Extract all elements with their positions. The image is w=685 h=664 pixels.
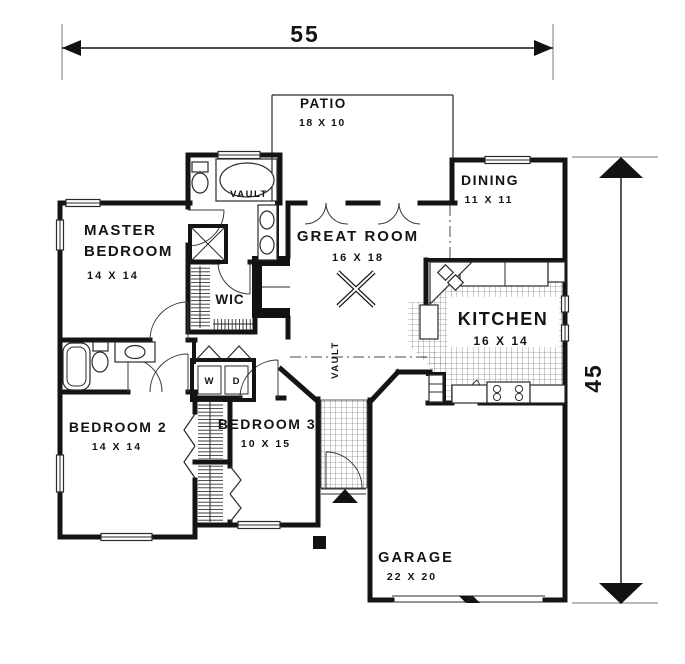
window-icon (484, 155, 531, 165)
kitchen-label: KITCHEN (458, 309, 549, 329)
patio-french-door-left (304, 202, 349, 225)
corner-sink-icon (429, 261, 474, 306)
toilet-icon (191, 161, 209, 194)
garage-label: GARAGE (378, 550, 454, 566)
bedroom3-door (239, 359, 279, 399)
counter (419, 261, 566, 340)
entry-marker-icon (332, 489, 358, 503)
room-labels: MASTER BEDROOM 14 X 14 BEDROOM 2 14 X 14… (69, 222, 454, 583)
great-room-label: GREAT ROOM (297, 228, 419, 245)
hall-closets (183, 401, 242, 523)
windows (55, 150, 570, 542)
tub-icon (62, 342, 91, 391)
bedroom3-label: BEDROOM 3 (218, 416, 316, 432)
porch-column (313, 536, 326, 549)
label-backplate (447, 297, 559, 347)
bedroom2-label: BEDROOM 2 (69, 419, 167, 435)
master-bath-door (187, 209, 225, 247)
bifold-doors (229, 465, 242, 523)
extension-lines (61, 24, 554, 80)
garden-tub-icon (215, 158, 278, 202)
arrow-up-icon (599, 157, 643, 178)
vault-bath-label: VAULT (230, 189, 268, 200)
window-icon (100, 532, 153, 542)
garage-size: 22 X 20 (387, 571, 437, 583)
dining-room: DINING 11 X 11 (449, 172, 519, 258)
foyer (313, 488, 366, 549)
patio-size: 18 X 10 (299, 117, 346, 129)
double-vanity-icon (257, 204, 278, 261)
bedroom2-size: 14 X 14 (92, 441, 142, 453)
master-bedroom-door (149, 301, 189, 341)
dryer-label: D (233, 376, 240, 387)
laundry-closet: W D (190, 345, 256, 402)
kitchen: KITCHEN 16 X 14 (419, 261, 566, 404)
garage-door (392, 595, 545, 603)
walk-in-closet: WIC (191, 266, 253, 330)
patio-french-door-right (377, 202, 421, 225)
height-dimension-label: 45 (580, 363, 606, 393)
bifold-doors (183, 413, 196, 479)
range-icon (451, 381, 566, 404)
great-room: GREAT ROOM 16 X 18 VAULT (290, 228, 428, 379)
front-door (325, 451, 363, 489)
wic-door (217, 261, 251, 295)
window-icon (217, 150, 261, 160)
door-swings (127, 202, 483, 489)
patio-label: PATIO (300, 96, 347, 111)
master-bedroom-label-2: BEDROOM (84, 243, 173, 260)
washer-label: W (205, 376, 214, 387)
master-bath: VAULT (188, 158, 278, 264)
window-icon (65, 198, 101, 208)
window-icon (55, 454, 65, 493)
dimension-width: 55 (61, 21, 554, 80)
master-bedroom-size: 14 X 14 (87, 270, 139, 282)
great-room-size: 16 X 18 (332, 252, 384, 264)
bedroom2-door (149, 353, 189, 393)
fireplace (252, 256, 290, 318)
arrow-down-icon (599, 583, 643, 604)
window-icon (560, 324, 570, 342)
sink-vanity-icon (114, 341, 156, 363)
wic-label: WIC (215, 292, 244, 307)
arrow-left-icon (62, 40, 81, 56)
dining-label: DINING (461, 172, 519, 188)
window-icon (237, 520, 281, 530)
width-dimension-label: 55 (290, 21, 320, 47)
shower-icon (188, 224, 228, 264)
master-bedroom-label-1: MASTER (84, 222, 156, 239)
patio: PATIO 18 X 10 (271, 94, 454, 201)
vault-hall-label: VAULT (330, 341, 341, 379)
pantry (428, 374, 444, 403)
window-icon (560, 295, 570, 313)
hall-bath-door (127, 357, 163, 393)
toilet-icon (91, 341, 109, 373)
bedroom3-size: 10 X 15 (241, 438, 291, 450)
window-icon (55, 219, 65, 251)
dining-size: 11 X 11 (464, 194, 513, 206)
bifold-doors (195, 345, 253, 361)
kitchen-size: 16 X 14 (473, 334, 528, 348)
ceiling-fan-icon (336, 270, 376, 308)
arrow-right-icon (534, 40, 553, 56)
dimension-height: 45 (572, 156, 658, 604)
extension-lines (572, 156, 658, 604)
hall-bath (62, 341, 156, 391)
